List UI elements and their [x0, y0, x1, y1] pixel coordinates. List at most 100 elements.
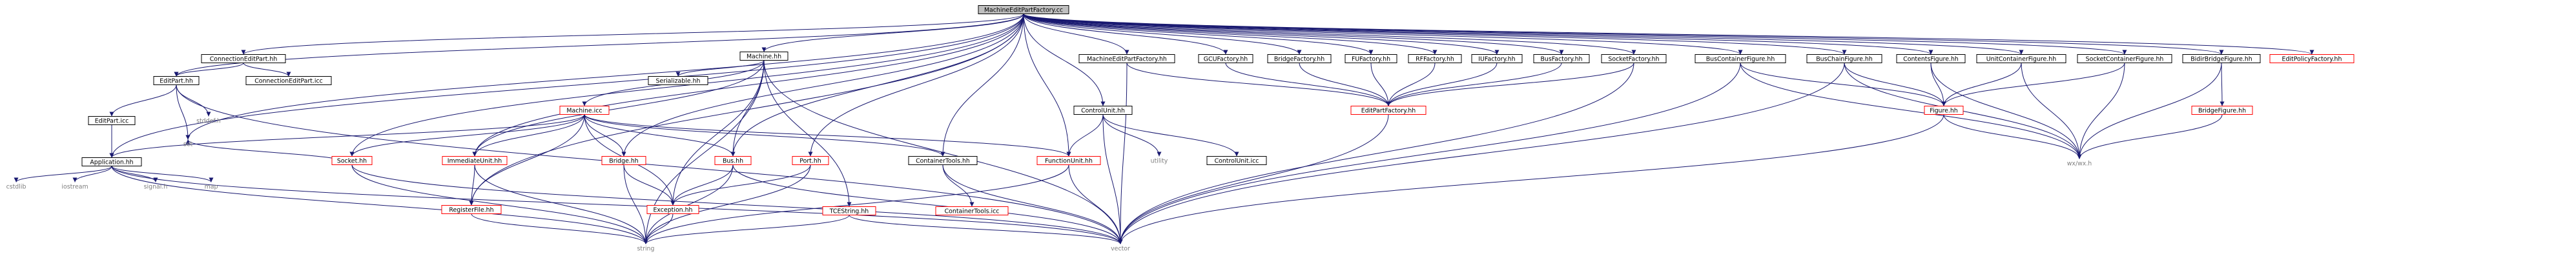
node-label: TCEString.hh — [829, 208, 869, 215]
node-connectioneditpart-hh[interactable]: ConnectionEditPart.hh — [201, 54, 286, 63]
node-immediateunit-hh[interactable]: ImmediateUnit.hh — [442, 156, 508, 165]
node-box — [153, 76, 200, 85]
edge-MachineEditPartFactory_cc-to-ImmediateUnit_hh — [472, 14, 1024, 157]
node-box — [601, 156, 646, 165]
node-registerfile-hh[interactable]: RegisterFile.hh — [441, 205, 502, 214]
node-socket-hh[interactable]: Socket.hh — [331, 156, 373, 165]
node-box — [1695, 54, 1786, 63]
node-fufactory-hh[interactable]: FUFactory.hh — [1345, 54, 1397, 63]
node-bidirbridgefigure-hh[interactable]: BidirBridgeFigure.hh — [2182, 54, 2261, 63]
node-editpolicyfactory-hh[interactable]: EditPolicyFactory.hh — [2269, 54, 2354, 63]
node-string: string — [637, 246, 655, 253]
node-controlunit-hh[interactable]: ControlUnit.hh — [1073, 106, 1133, 115]
node-box — [2077, 54, 2172, 63]
edge-SocketFactory_hh-to-vector — [1118, 63, 1634, 244]
edge-BusFactory_hh-to-EditPartFactory_hh — [1386, 63, 1562, 106]
node-editpart-hh[interactable]: EditPart.hh — [153, 76, 200, 85]
node-box — [81, 157, 142, 166]
edge-MachineEditPartFactory_cc-to-Machine_hh — [761, 14, 1024, 52]
node-connectioneditpart-icc[interactable]: ConnectionEditPart.icc — [245, 76, 332, 85]
edge-MachineEditPartFactory_cc-to-Bridge_hh — [621, 14, 1024, 157]
edge-BridgeFactory_hh-to-EditPartFactory_hh — [1299, 63, 1391, 106]
node-functionunit-hh[interactable]: FunctionUnit.hh — [1036, 156, 1101, 165]
node-buscontainerfigure-hh[interactable]: BusContainerFigure.hh — [1695, 54, 1786, 63]
node-rffactory-hh[interactable]: RFFactory.hh — [1408, 54, 1462, 63]
edge-MachineEditPartFactory_cc-to-Bus_hh — [730, 14, 1024, 157]
node-contentsfigure-hh[interactable]: ContentsFigure.hh — [1896, 54, 1966, 63]
node-label: BridgeFactory.hh — [1274, 56, 1324, 63]
edge-Machine_hh-to-TCEString_hh — [763, 60, 852, 207]
node-label: ContainerTools.hh — [916, 158, 970, 165]
node-label: Machine.icc — [566, 108, 602, 115]
node-application-hh[interactable]: Application.hh — [81, 157, 142, 166]
node-buschainfigure-hh[interactable]: BusChainFigure.hh — [1806, 54, 1882, 63]
node-figure-hh[interactable]: Figure.hh — [1924, 106, 1964, 115]
node-box — [442, 156, 508, 165]
node-box — [1345, 54, 1397, 63]
edge-MachineEditPartFactory_cc-to-EditPart_hh — [174, 14, 1024, 77]
node-containertools-icc[interactable]: ContainerTools.icc — [935, 206, 1009, 215]
node-containertools-hh[interactable]: ContainerTools.hh — [908, 156, 978, 165]
edge-MachineEditPartFactory_cc-to-UnitContainerFigure_hh — [1023, 14, 2024, 55]
node-box — [559, 106, 610, 115]
node-label: BidirBridgeFigure.hh — [2190, 56, 2252, 63]
edge-Figure_hh-to-vector — [1118, 114, 1944, 244]
node-label: MachineEditPartFactory.hh — [1087, 56, 1167, 63]
edge-Bridge_hh-to-Exception_hh — [623, 164, 675, 206]
node-label: Exception.hh — [653, 207, 692, 214]
edge-MachineEditPartFactory_cc-to-BusContainerFigure_hh — [1023, 14, 1743, 55]
node-unitcontainerfigure-hh[interactable]: UnitContainerFigure.hh — [1976, 54, 2066, 63]
edge-MachineEditPartFactory_cc-to-Port_hh — [808, 14, 1024, 157]
node-serializable-hh[interactable]: Serializable.hh — [648, 76, 708, 85]
edge-BusContainerFigure_hh-to-vector — [1118, 63, 1741, 244]
node-label: ImmediateUnit.hh — [448, 158, 502, 165]
node-label: ControlUnit.icc — [1215, 158, 1259, 165]
node-controlunit-icc[interactable]: ControlUnit.icc — [1206, 156, 1267, 165]
node-label: cstdlib — [6, 184, 26, 191]
edge-ConnectionEditPart_hh-to-EditPart_hh — [174, 63, 244, 77]
node-map: map — [205, 184, 218, 191]
edge-MachineEditPartFactory_cc-to-BidirBridgeFigure_hh — [1023, 14, 2224, 55]
node-box — [648, 76, 708, 85]
node-machine-icc[interactable]: Machine.icc — [559, 106, 610, 115]
node-label: Figure.hh — [1930, 108, 1958, 115]
node-bridgefactory-hh[interactable]: BridgeFactory.hh — [1267, 54, 1332, 63]
node-bridgefigure-hh[interactable]: BridgeFigure.hh — [2191, 106, 2253, 115]
node-label: SocketContainerFigure.hh — [2086, 56, 2164, 63]
edge-Machine_icc-to-Socket_hh — [349, 114, 585, 157]
node-busfactory-hh[interactable]: BusFactory.hh — [1533, 54, 1590, 63]
node-label: Machine.hh — [747, 54, 781, 61]
node-exception-hh[interactable]: Exception.hh — [646, 205, 699, 214]
edge-Socket_hh-to-set — [185, 139, 353, 165]
node-box — [245, 76, 332, 85]
node-editpartfactory-hh[interactable]: EditPartFactory.hh — [1350, 106, 1427, 115]
node-socketcontainerfigure-hh[interactable]: SocketContainerFigure.hh — [2077, 54, 2172, 63]
edge-ImmediateUnit_hh-to-string — [474, 164, 648, 244]
node-iufactory-hh[interactable]: IUFactory.hh — [1471, 54, 1523, 63]
node-bus-hh[interactable]: Bus.hh — [714, 156, 752, 165]
node-socketfactory-hh[interactable]: SocketFactory.hh — [1601, 54, 1667, 63]
edge-Figure_hh-to-wx_wx_h — [1943, 114, 2082, 159]
node-machineeditpartfactory-cc[interactable]: MachineEditPartFactory.cc — [978, 5, 1069, 14]
node-tcestring-hh[interactable]: TCEString.hh — [822, 206, 876, 215]
node-machine-hh[interactable]: Machine.hh — [739, 52, 788, 61]
node-label: utility — [1151, 158, 1168, 165]
node-editpart-icc[interactable]: EditPart.icc — [88, 116, 136, 125]
edge-TCEString_hh-to-string — [643, 215, 850, 244]
node-bridge-hh[interactable]: Bridge.hh — [601, 156, 646, 165]
node-box — [739, 52, 788, 61]
edge-Application_hh-to-cstdlib — [14, 166, 112, 182]
edge-Socket_hh-to-vector — [351, 164, 1123, 244]
edge-SocketContainerFigure_hh-to-wx_wx_h — [2077, 63, 2125, 159]
node-label: set — [183, 141, 193, 148]
node-gcufactory-hh[interactable]: GCUFactory.hh — [1198, 54, 1253, 63]
edge-ImmediateUnit_hh-to-RegisterFile_hh — [469, 164, 475, 206]
edge-EditPart_hh-to-stddef_h — [176, 84, 211, 117]
node-box — [2182, 54, 2261, 63]
edge-ControlUnit_hh-to-ControlUnit_icc — [1102, 114, 1239, 157]
node-port-hh[interactable]: Port.hh — [792, 156, 829, 165]
node-box — [201, 54, 286, 63]
node-label: Serializable.hh — [656, 78, 701, 85]
node-machineeditpartfactory-hh[interactable]: MachineEditPartFactory.hh — [1078, 54, 1175, 63]
edge-ContentsFigure_hh-to-wx_wx_h — [1930, 63, 2082, 159]
